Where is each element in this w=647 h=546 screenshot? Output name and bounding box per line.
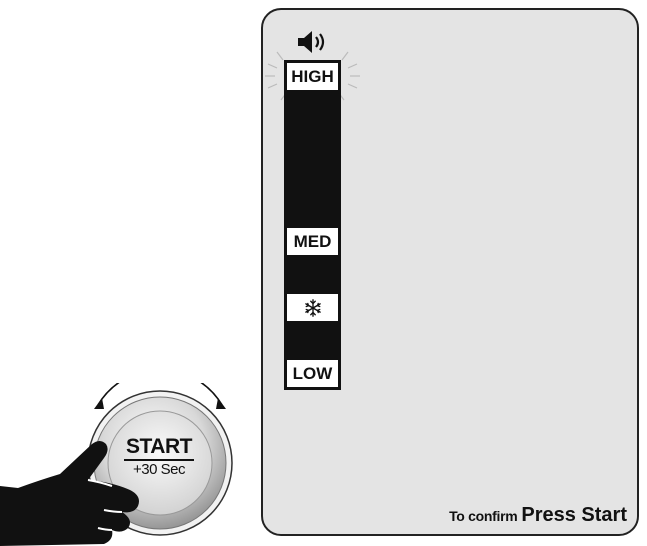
level-segment[interactable] <box>284 258 341 291</box>
level-segment[interactable] <box>284 93 341 126</box>
level-high-label: HIGH <box>287 63 338 90</box>
speaker-icon <box>296 29 330 55</box>
level-segment[interactable] <box>284 126 341 159</box>
level-med-label: MED <box>287 228 338 255</box>
snowflake-icon <box>304 299 322 317</box>
confirm-press-start-text: Press Start <box>521 504 627 527</box>
level-low-label: LOW <box>287 360 338 387</box>
level-defrost[interactable] <box>284 291 341 324</box>
level-low[interactable]: LOW <box>284 357 341 390</box>
level-high[interactable]: HIGH <box>284 60 341 93</box>
confirm-small-text: To confirm <box>449 508 517 524</box>
level-scale[interactable]: HIGH MED LOW <box>284 60 341 390</box>
level-med[interactable]: MED <box>284 225 341 258</box>
level-segment[interactable] <box>284 324 341 357</box>
level-segment[interactable] <box>284 192 341 225</box>
confirm-hint: To confirm Press Start <box>449 504 627 527</box>
level-segment[interactable] <box>284 159 341 192</box>
pressing-hand-icon <box>0 430 180 546</box>
